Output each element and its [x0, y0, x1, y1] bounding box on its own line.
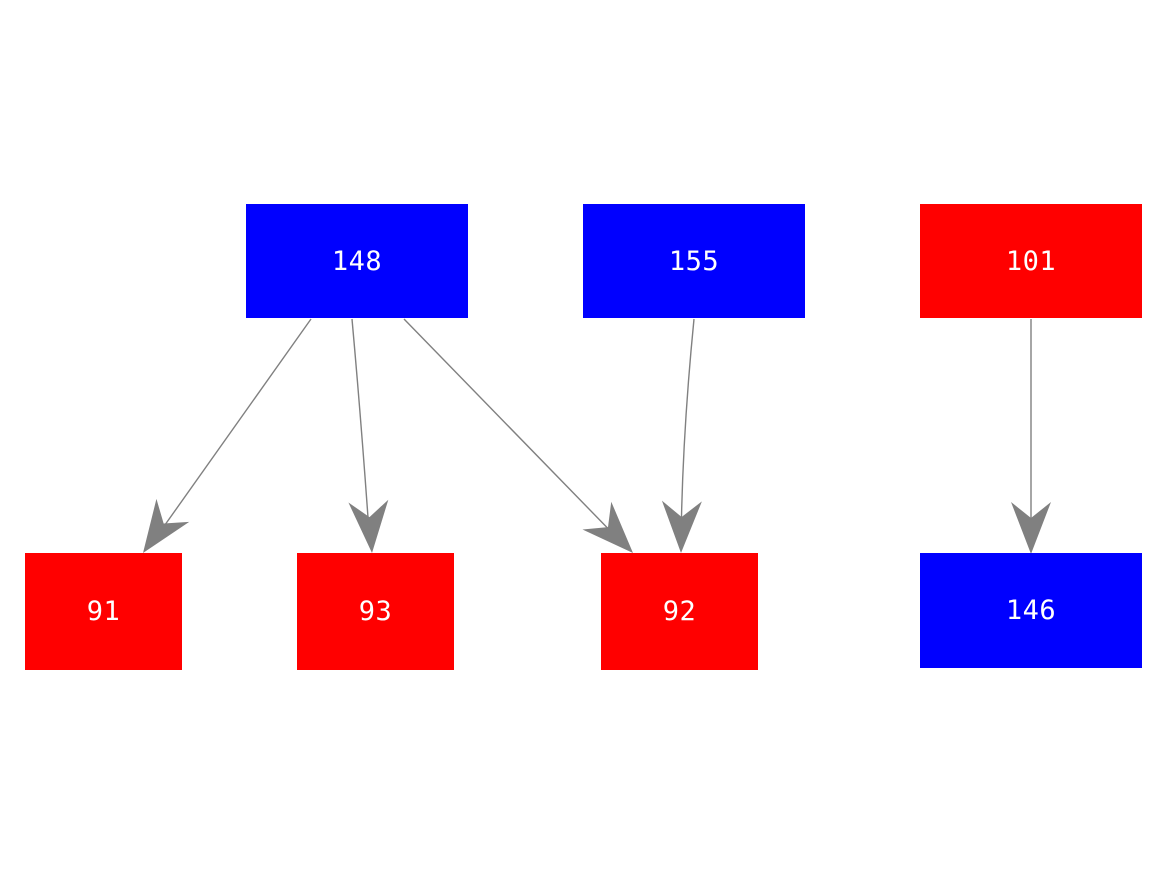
- graph-node-155[interactable]: 155: [583, 204, 805, 318]
- graph-node-91[interactable]: 91: [25, 553, 182, 670]
- node-label: 101: [1005, 245, 1057, 277]
- node-label: 92: [662, 596, 697, 627]
- graph-node-148[interactable]: 148: [246, 204, 468, 318]
- graph-node-146[interactable]: 146: [920, 553, 1142, 668]
- node-label: 146: [1005, 595, 1057, 626]
- node-label: 91: [86, 596, 121, 627]
- graph-node-101[interactable]: 101: [920, 204, 1142, 318]
- graph-node-92[interactable]: 92: [601, 553, 758, 670]
- node-label: 93: [358, 596, 393, 627]
- node-label: 155: [668, 245, 720, 277]
- graph-node-93[interactable]: 93: [297, 553, 454, 670]
- node-label: 148: [331, 245, 383, 277]
